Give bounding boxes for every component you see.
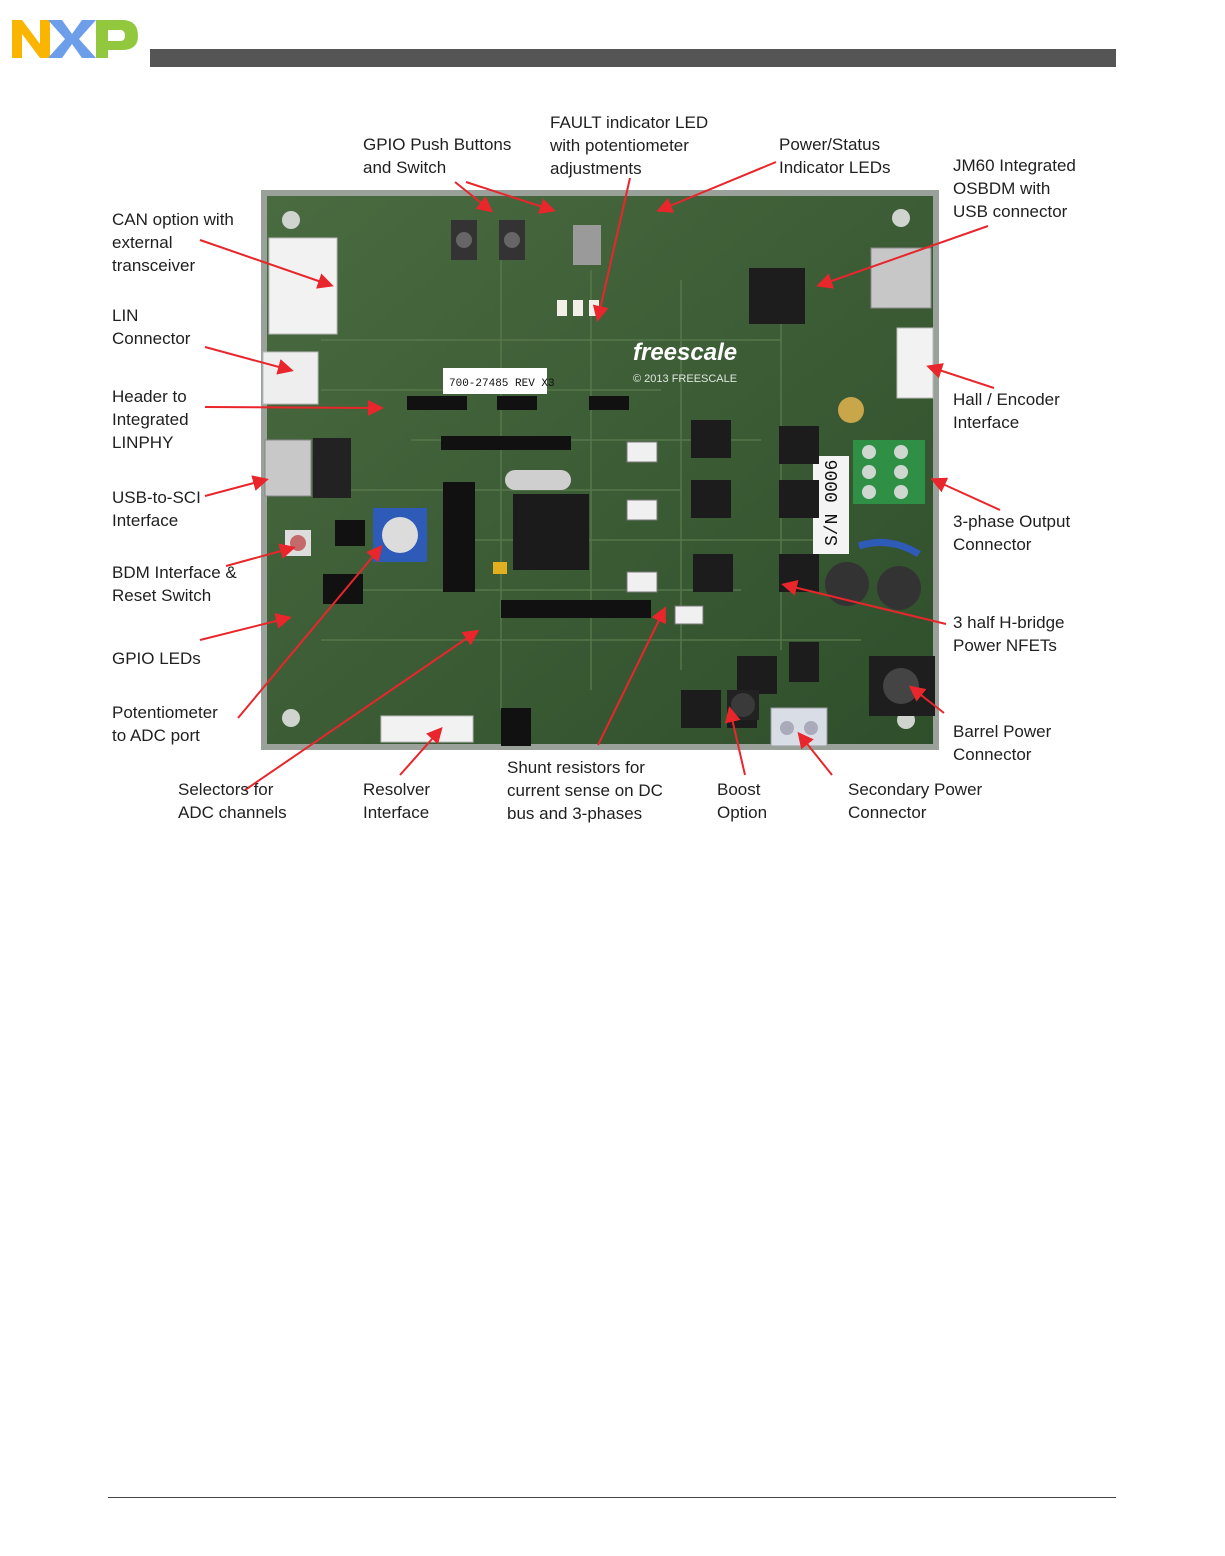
footer-rule (108, 1497, 1116, 1498)
part-number-label: 700-27485 REV X3 (449, 378, 555, 390)
callout-boost: Boost Option (717, 780, 768, 822)
callout-bdm: BDM Interface & Reset Switch (112, 563, 237, 605)
callout-three-phase: 3-phase Output Connector (953, 512, 1071, 554)
board-photo: 700-27485 REV X3 freescale © 2013 FREESC… (261, 190, 939, 750)
serial-text: S/N 0006 (823, 460, 843, 546)
nxp-logo (12, 20, 138, 58)
callout-pot: Potentiometer to ADC port (112, 703, 218, 745)
callout-linphy: Header to Integrated LINPHY (112, 387, 189, 452)
callout-fault-led: FAULT indicator LED with potentiometer a… (550, 113, 709, 178)
callout-barrel: Barrel Power Connector (953, 722, 1052, 764)
callout-osbdm: JM60 Integrated OSBDM with USB connector (953, 156, 1076, 221)
callout-secondary-power: Secondary Power Connector (848, 780, 983, 822)
callout-resolver: Resolver Interface (363, 780, 431, 822)
callout-shunt: Shunt resistors for current sense on DC … (507, 758, 663, 823)
callout-gpio-buttons: GPIO Push Buttons and Switch (363, 135, 512, 177)
callout-hbridge: 3 half H-bridge Power NFETs (953, 613, 1065, 655)
callout-lin: LIN Connector (112, 306, 191, 348)
brand-text: freescale (633, 339, 737, 366)
copyright-text: © 2013 FREESCALE (633, 373, 737, 385)
callout-gpio-leds: GPIO LEDs (112, 649, 201, 668)
callout-hall: Hall / Encoder Interface (953, 390, 1060, 432)
callout-can: CAN option with external transceiver (112, 210, 234, 275)
callout-adc-selectors: Selectors for ADC channels (178, 780, 287, 822)
header-bar (150, 49, 1116, 67)
callout-power-leds: Power/Status Indicator LEDs (779, 135, 891, 177)
callout-usb-sci: USB-to-SCI Interface (112, 488, 201, 530)
